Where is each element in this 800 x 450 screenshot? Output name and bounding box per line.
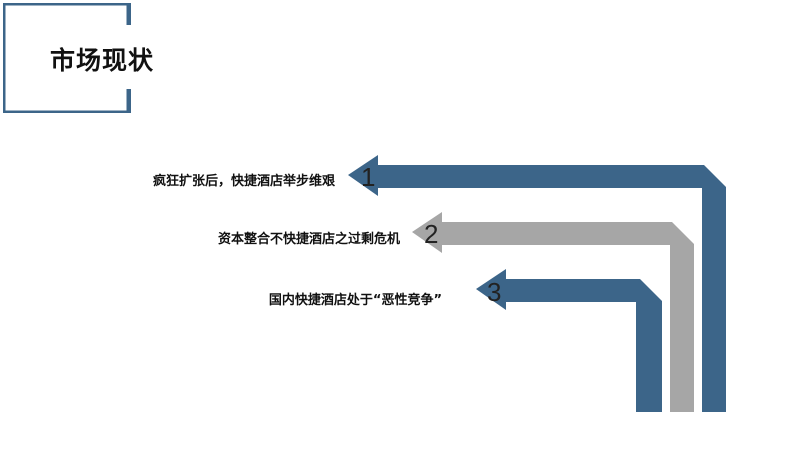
step-label-1: 疯狂扩张后，快捷酒店举步维艰 (152, 174, 335, 189)
page-title: 市场现状 (50, 46, 155, 75)
arrow-2 (412, 212, 694, 412)
step-label-2: 资本整合不快捷酒店之过剩危机 (217, 232, 400, 247)
arrow-1 (348, 155, 726, 412)
step-number-3: 3 (487, 277, 502, 307)
step-number-1: 1 (361, 162, 376, 192)
arrow-3 (476, 269, 662, 412)
title-frame (3, 3, 131, 113)
title-frame-border (3, 3, 131, 113)
step-number-2: 2 (424, 219, 439, 249)
step-label-3: 国内快捷酒店处于“恶性竞争” (268, 293, 442, 308)
